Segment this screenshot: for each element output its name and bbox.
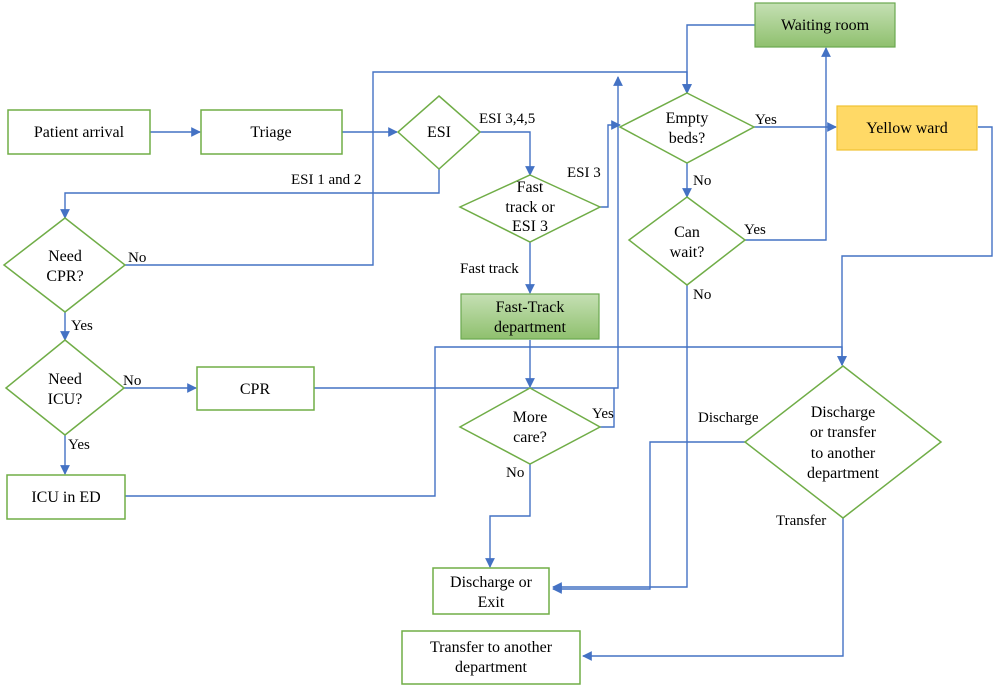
node-more-care: More care?: [458, 387, 602, 465]
can-wait-line1: Can: [674, 224, 700, 241]
label-cpr-yes: Yes: [71, 318, 93, 334]
node-need-cpr: Need CPR?: [2, 217, 127, 313]
node-cpr: CPR: [196, 366, 315, 411]
label-esi-3: ESI 3: [567, 165, 601, 181]
waiting-room-label: Waiting room: [781, 17, 870, 34]
fast-track-q-line2: track or: [505, 199, 555, 216]
patient-arrival-label: Patient arrival: [34, 124, 125, 141]
edge-labels: ESI 3,4,5 ESI 1 and 2 ESI 3 Yes No No Ye…: [68, 111, 826, 529]
fast-track-dept-line1: Fast-Track: [496, 299, 565, 316]
edge-canwait-exit: [552, 285, 688, 592]
cpr-label: CPR: [240, 381, 271, 398]
need-icu-line2: ICU?: [48, 391, 83, 408]
node-yellow-ward: Yellow ward: [836, 105, 978, 151]
edge-waiting-emptybeds: [682, 24, 755, 94]
label-icu-yes: Yes: [68, 437, 90, 453]
label-icu-no: No: [123, 373, 141, 389]
edge-morecare-yes: [600, 388, 615, 428]
empty-beds-line2: beds?: [669, 130, 705, 147]
edge-yellow-discharge: [837, 126, 993, 366]
triage-label: Triage: [250, 124, 291, 141]
discharge-exit-line1: Discharge or: [450, 574, 533, 591]
label-transfer: Transfer: [776, 513, 826, 529]
discharge-transfer-line2: or transfer: [810, 424, 877, 441]
node-icu-in-ed: ICU in ED: [6, 474, 126, 520]
node-transfer-dept: Transfer to another department: [401, 630, 581, 685]
edge-icu-discharge: [125, 346, 847, 497]
label-esi-12: ESI 1 and 2: [291, 172, 361, 188]
discharge-transfer-line3: to another: [811, 445, 876, 462]
label-more-no: No: [506, 465, 524, 481]
more-care-line2: care?: [513, 429, 547, 446]
edge-fasttrack-emptybeds: [600, 120, 621, 208]
label-cpr-no: No: [128, 250, 146, 266]
nodes: Patient arrival Triage ESI Waiting room …: [2, 2, 978, 685]
node-need-icu: Need ICU?: [4, 339, 126, 436]
node-empty-beds: Empty beds?: [618, 92, 756, 164]
need-cpr-line2: CPR?: [46, 268, 83, 285]
edge-cpr-up: [314, 76, 623, 389]
edge-esi-needcpr: [60, 169, 440, 219]
edge-canwait-waiting: [744, 47, 831, 241]
label-wait-yes: Yes: [744, 222, 766, 238]
can-wait-line2: wait?: [670, 244, 705, 261]
node-fast-track-dept: Fast-Track department: [460, 293, 600, 340]
transfer-dept-line1: Transfer to another: [430, 639, 553, 656]
need-icu-line1: Need: [48, 371, 82, 388]
edge-transfer: [582, 518, 844, 661]
node-triage: Triage: [200, 109, 343, 155]
label-beds-no: No: [693, 173, 711, 189]
transfer-dept-line2: department: [455, 659, 528, 676]
node-patient-arrival: Patient arrival: [7, 109, 151, 155]
label-esi-345: ESI 3,4,5: [479, 111, 535, 127]
yellow-ward-label: Yellow ward: [866, 120, 947, 137]
label-beds-yes: Yes: [755, 112, 777, 128]
edge-esi-fasttrack: [480, 131, 535, 176]
edge-morecare-exit: [485, 464, 531, 568]
node-discharge-exit: Discharge or Exit: [432, 567, 550, 615]
edge-discharge-exit: [552, 441, 745, 594]
label-wait-no: No: [693, 287, 711, 303]
node-waiting-room: Waiting room: [754, 2, 896, 48]
label-discharge: Discharge: [698, 410, 759, 426]
fast-track-dept-line2: department: [494, 319, 567, 336]
fast-track-q-line1: Fast: [517, 179, 544, 196]
discharge-transfer-line4: department: [807, 465, 880, 482]
edge-needcpr-no: [124, 71, 692, 266]
empty-beds-line1: Empty: [666, 110, 709, 127]
esi-label: ESI: [427, 124, 451, 141]
edges: [60, 24, 993, 661]
node-esi: ESI: [396, 95, 482, 171]
label-fast-track: Fast track: [460, 261, 519, 277]
discharge-transfer-line1: Discharge: [811, 404, 876, 421]
discharge-exit-line2: Exit: [478, 594, 505, 611]
node-can-wait: Can wait?: [627, 196, 747, 286]
label-more-yes: Yes: [592, 406, 614, 422]
need-cpr-line1: Need: [48, 248, 82, 265]
node-discharge-or-transfer: Discharge or transfer to another departm…: [743, 365, 943, 519]
node-fast-track-decision: Fast track or ESI 3: [458, 174, 602, 243]
fast-track-q-line3: ESI 3: [512, 218, 548, 235]
more-care-line1: More: [513, 409, 548, 426]
icu-in-ed-label: ICU in ED: [31, 489, 100, 506]
